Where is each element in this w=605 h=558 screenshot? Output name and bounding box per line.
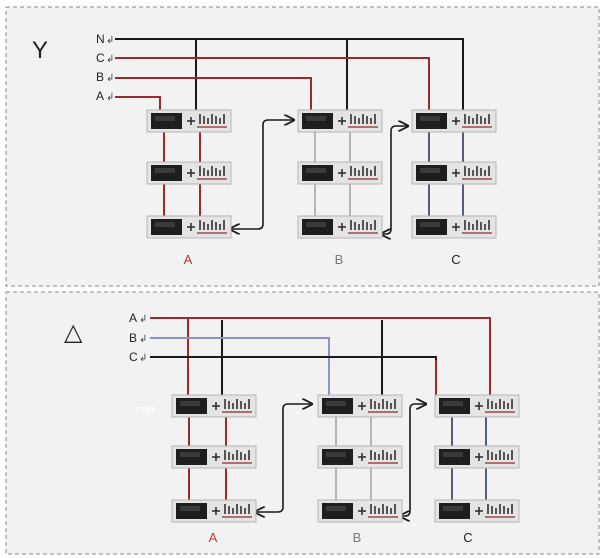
wye-panel xyxy=(5,6,600,287)
delta-link-b-c xyxy=(400,404,426,516)
wye-wires xyxy=(115,38,464,234)
wye-input-a: A xyxy=(96,89,104,103)
electronic-load-unit xyxy=(297,161,383,185)
wye-group-c-label: C xyxy=(451,252,460,267)
delta-wire-a xyxy=(150,317,491,395)
delta-group-c-label: C xyxy=(463,530,472,545)
return-mark: ↲ xyxy=(139,334,147,345)
return-mark: ↲ xyxy=(139,353,147,364)
electronic-load-unit xyxy=(297,109,383,133)
wye-group-b-label: B xyxy=(335,252,344,267)
electronic-load-unit xyxy=(146,215,232,239)
return-mark: ↲ xyxy=(139,314,147,325)
delta-link-a-b xyxy=(255,404,312,512)
electronic-load-unit xyxy=(317,445,403,469)
delta-wires xyxy=(150,317,491,516)
electronic-load-unit xyxy=(317,394,403,418)
delta-input-a: A xyxy=(129,311,137,325)
wye-wire-b xyxy=(115,77,312,110)
electronic-load-unit xyxy=(434,445,520,469)
electronic-load-unit xyxy=(317,499,403,523)
electronic-load-unit xyxy=(434,394,520,418)
electronic-load-unit xyxy=(171,445,257,469)
load-units xyxy=(146,109,520,523)
delta-watermark: IT861 xyxy=(135,406,156,415)
wye-group-a-label: A xyxy=(184,252,193,267)
wye-wire-n xyxy=(115,38,464,110)
return-mark: ↲ xyxy=(106,54,114,65)
wye-symbol: Y xyxy=(32,37,48,64)
electronic-load-unit xyxy=(171,499,257,523)
electronic-load-unit xyxy=(434,499,520,523)
wye-link-a-b xyxy=(230,120,294,229)
wye-input-c: C xyxy=(96,51,105,65)
electronic-load-unit xyxy=(411,215,497,239)
return-mark: ↲ xyxy=(106,92,114,103)
wye-wire-a xyxy=(115,96,161,110)
delta-input-b: B xyxy=(129,331,137,345)
return-mark: ↲ xyxy=(106,73,114,84)
wye-input-n: N xyxy=(96,32,105,46)
delta-group-b-label: B xyxy=(353,530,362,545)
delta-input-c: C xyxy=(129,350,138,364)
delta-symbol: △ xyxy=(64,319,83,346)
electronic-load-unit xyxy=(146,161,232,185)
electronic-load-unit xyxy=(411,109,497,133)
wye-link-b-c xyxy=(381,126,408,234)
electronic-load-unit xyxy=(297,215,383,239)
delta-group-a-label: A xyxy=(209,530,218,545)
electronic-load-unit xyxy=(146,109,232,133)
return-mark: ↲ xyxy=(106,35,114,46)
wye-input-b: B xyxy=(96,70,104,84)
electronic-load-unit xyxy=(171,394,257,418)
wye-wire-c xyxy=(115,57,430,110)
delta-wire-b xyxy=(150,337,330,395)
electronic-load-unit xyxy=(411,161,497,185)
